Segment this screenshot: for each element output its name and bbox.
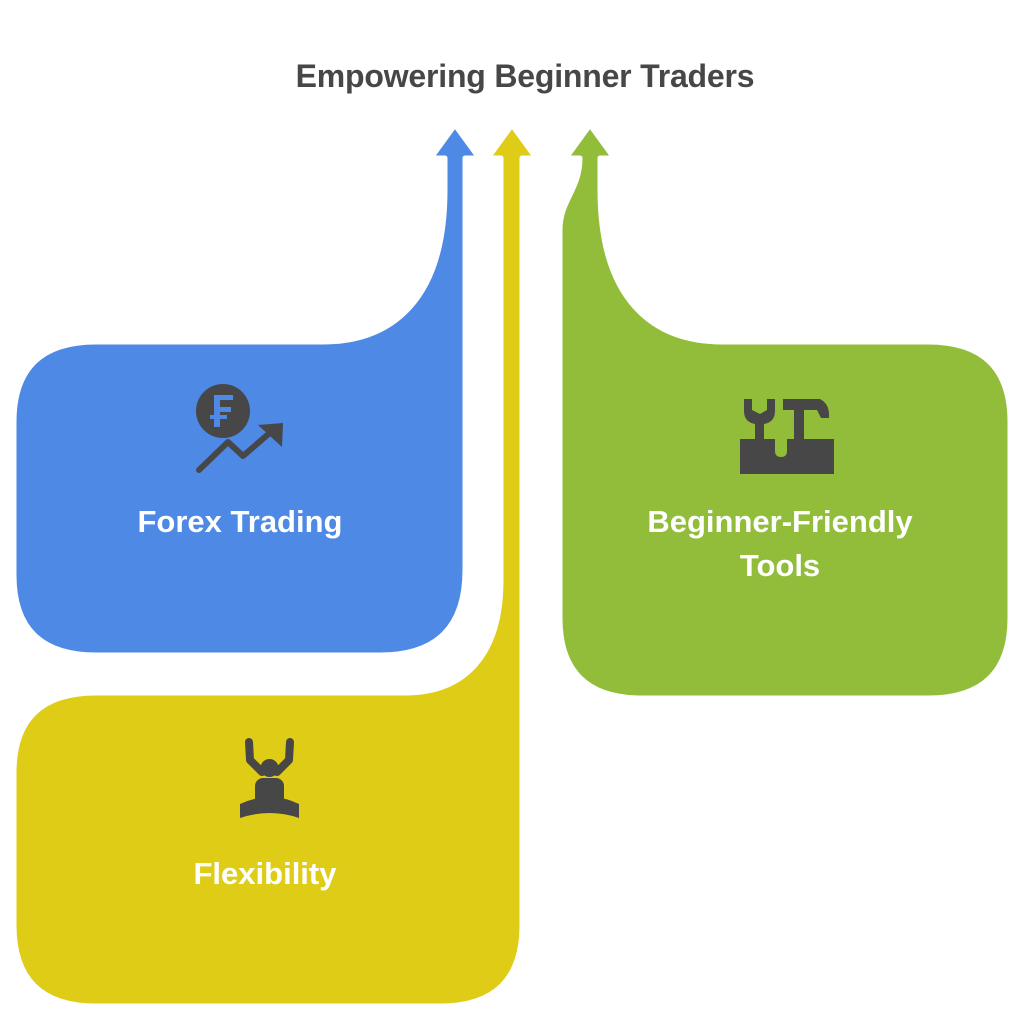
tools-label-line-2: Tools xyxy=(739,548,821,583)
beginner-friendly-tools-label: Beginner-Friendly Tools xyxy=(580,500,980,588)
forex-trading-label: Forex Trading xyxy=(137,504,343,539)
forex-trading-panel xyxy=(11,122,482,658)
tools-label-line-1: Beginner-Friendly xyxy=(647,504,913,539)
flexibility-panel xyxy=(11,122,539,1009)
meditating-person-icon xyxy=(240,738,299,818)
diagram-title: Empowering Beginner Traders xyxy=(295,58,755,94)
beginner-friendly-tools-panel xyxy=(557,122,1013,701)
franc-coin-trend-up-icon xyxy=(196,384,283,473)
flexibility-label: Flexibility xyxy=(193,856,337,891)
toolbox-icon xyxy=(740,399,834,474)
